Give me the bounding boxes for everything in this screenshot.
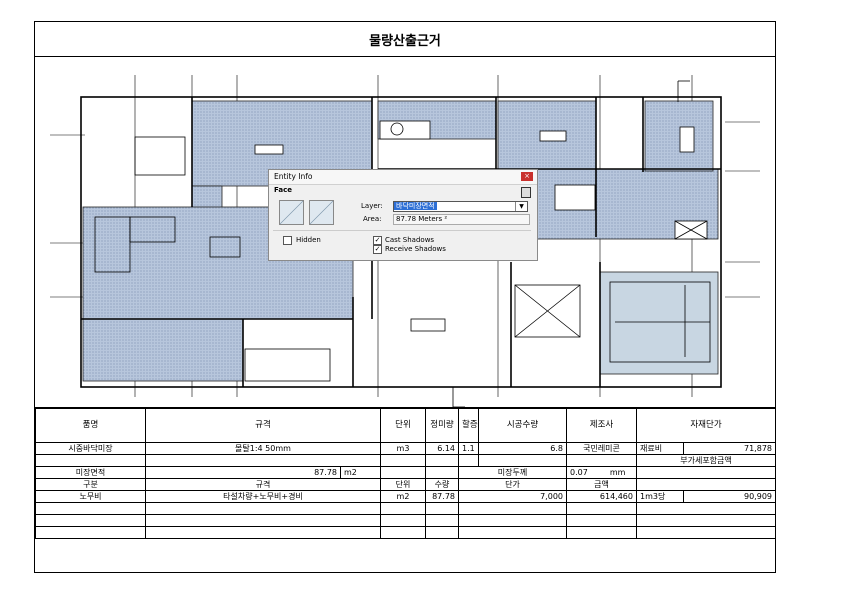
cell-unit-cost: 7,000 [458,490,567,503]
receive-shadows-label: Receive Shadows [385,245,446,253]
cell-per-value: 90,909 [683,490,776,503]
cell-empty [636,478,776,491]
cell-empty [566,454,637,467]
cell-spec-2: 타설차량+노무비+경비 [145,490,381,503]
quantity-table: 품명 규격 단위 정미량 할증 시공수량 제조사 자재단가 시중바닥미장 몰탈1… [35,408,776,539]
table-subheader: 구분 규격 단위 수량 단가 금액 [35,478,776,491]
col-item: 품명 [35,408,146,443]
col-work-qty: 시공수량 [478,408,567,443]
thickness-value: 0.07 [570,468,588,477]
col-maker: 제조사 [566,408,637,443]
cast-shadows-checkbox[interactable]: ✓ [373,236,382,245]
thickness-unit: mm [609,468,626,477]
cell-empty [478,454,567,467]
col-surcharge: 할증 [458,408,479,443]
pin-icon[interactable] [521,187,531,198]
cell-qty: 87.78 [425,490,459,503]
table-row [35,502,776,515]
col-spec: 규격 [145,408,381,443]
table-header: 품명 규격 단위 정미량 할증 시공수량 제조사 자재단가 [35,408,776,443]
floor-plan-drawing [50,75,760,407]
cell-price-label: 재료비 [636,442,684,455]
cell-area-label: 미장면적 [35,466,146,479]
hidden-checkbox[interactable] [283,236,292,245]
cell-empty [145,454,381,467]
close-icon[interactable]: × [521,172,533,181]
table-row: 노무비 타설차량+노무비+경비 m2 87.78 7,000 614,460 1… [35,490,776,503]
cell-unit: m3 [380,442,426,455]
cell-surcharge: 1.1 [458,442,479,455]
layer-label: Layer: [361,202,383,210]
cell-per-label: 1m3당 [636,490,684,503]
hidden-label: Hidden [296,236,321,244]
col-unit: 단위 [380,408,426,443]
col-qty: 수량 [425,478,459,491]
cell-empty [458,454,479,467]
back-material-swatch[interactable] [309,200,334,225]
sheet-title: 물량산출근거 [35,22,775,57]
col-unit-cost: 단가 [458,478,567,491]
chevron-down-icon[interactable]: ▼ [515,202,527,211]
cell-thickness-value: 0.07 mm [566,466,637,479]
col-spec-2: 규격 [145,478,381,491]
cell-empty [425,466,459,479]
cell-empty [380,454,426,467]
cell-empty [35,454,146,467]
col-unit-price: 자재단가 [636,408,776,443]
cell-net-qty: 6.14 [425,442,459,455]
cell-price-value: 71,878 [683,442,776,455]
cell-empty [636,466,776,479]
table-row: 시중바닥미장 몰탈1:4 50mm m3 6.14 1.1 6.8 국민레미콘 … [35,442,776,455]
floor-plan [35,57,775,408]
dialog-divider [273,230,531,231]
layer-select[interactable]: 바닥미장면적 ▼ [393,201,528,212]
col-unit-2: 단위 [380,478,426,491]
cast-shadows-label: Cast Shadows [385,236,435,244]
front-material-swatch[interactable] [279,200,304,225]
cell-maker: 국민레미콘 [566,442,637,455]
material-swatches [279,200,339,227]
col-amount: 금액 [566,478,637,491]
cell-empty [425,454,459,467]
cell-area-value: 87.78 [145,466,341,479]
cell-thickness-label: 미장두께 [458,466,567,479]
cell-work-qty: 6.8 [478,442,567,455]
entity-info-dialog: Entity Info × Face Layer: 바닥미장면적 ▼ Area:… [268,169,538,261]
cell-empty [380,466,426,479]
col-category: 구분 [35,478,146,491]
table-row: 미장면적 87.78 m2 미장두께 0.07 mm [35,466,776,479]
cell-vat-note: 부가세포함금액 [636,454,776,467]
cell-category: 노무비 [35,490,146,503]
cell-area-unit: m2 [340,466,381,479]
layer-value: 바닥미장면적 [394,202,437,210]
table-row [35,526,776,539]
table-row [35,514,776,527]
cell-unit-2: m2 [380,490,426,503]
area-label: Area: [363,215,382,223]
quantity-sheet: 물량산출근거 [34,21,776,573]
cell-item: 시중바닥미장 [35,442,146,455]
col-net-qty: 정미량 [425,408,459,443]
entity-type-label: Face [274,186,292,194]
receive-shadows-checkbox[interactable]: ✓ [373,245,382,254]
table-row: 부가세포함금액 [35,454,776,467]
cell-spec: 몰탈1:4 50mm [145,442,381,455]
area-field: 87.78 Meters ² [393,214,530,225]
dialog-title: Entity Info [269,170,537,185]
cell-amount: 614,460 [566,490,637,503]
